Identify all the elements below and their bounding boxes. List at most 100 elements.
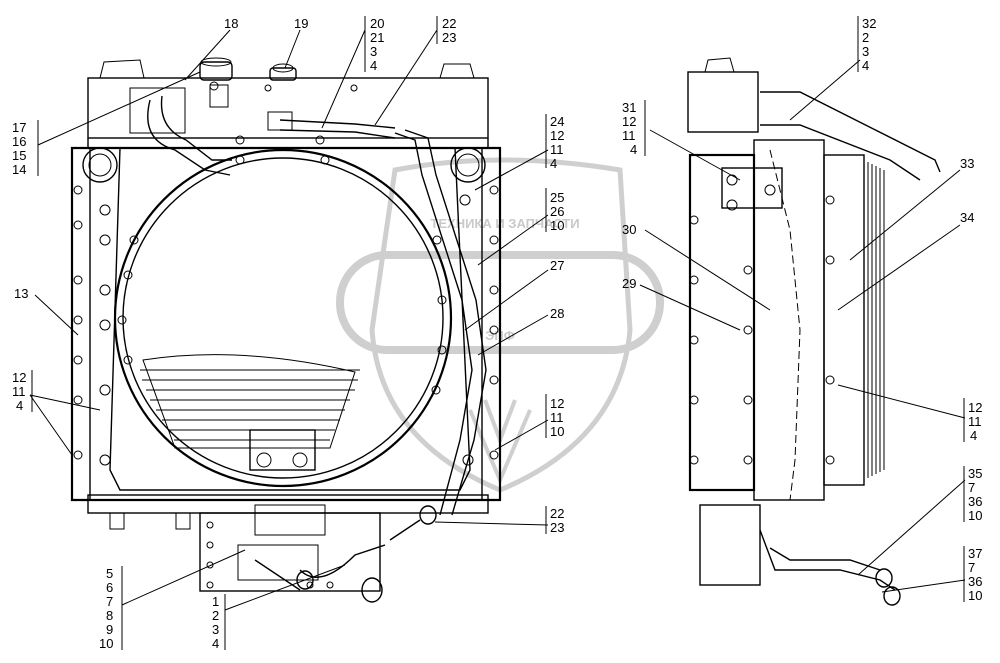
callout-label: 4 [550, 156, 557, 171]
callout-5-10: 5 6 7 8 9 10 [99, 566, 123, 651]
front-view [70, 57, 502, 603]
callout-label: 18 [224, 16, 238, 31]
upper-hose [147, 99, 231, 176]
callout-label: 3 [370, 44, 377, 59]
filler-cap-19 [269, 63, 297, 81]
callout-label: 12 [622, 114, 636, 129]
callout-12-11-4-left: 12 11 4 [12, 370, 33, 413]
callout-label: 29 [622, 276, 636, 291]
callout-22-23-bottom: 22 23 [545, 506, 564, 535]
callout-label: 26 [550, 204, 564, 219]
side-bottom-bracket [699, 504, 761, 586]
callout-label: 8 [106, 608, 113, 623]
callout-label: 35 [968, 466, 982, 481]
callout-label: 4 [630, 142, 637, 157]
fan-shroud [109, 147, 471, 491]
callout-37-7-36-10: 37 7 36 10 [963, 546, 982, 603]
callout-label: 22 [550, 506, 564, 521]
watermark-top-text: ТЕХНИКА И ЗАПЧАСТИ [430, 216, 579, 231]
callout-label: 11 [550, 142, 564, 157]
right-side-bolts [235, 135, 499, 466]
callout-label: 10 [550, 424, 564, 439]
callout-label: 12 [12, 370, 26, 385]
side-pipe [394, 132, 473, 516]
callout-label: 17 [12, 120, 26, 135]
callout-34: 34 [960, 210, 974, 225]
callout-label: 36 [968, 574, 982, 589]
callout-label: 24 [550, 114, 564, 129]
side-bolts [689, 195, 835, 465]
callout-25-26-10: 25 26 10 [545, 188, 564, 233]
callout-label: 12 [550, 128, 564, 143]
leader-lines [29, 29, 966, 611]
callout-12-11-10-mid: 12 11 10 [545, 394, 564, 439]
left-side-bolts [73, 185, 139, 466]
callout-label: 23 [550, 520, 564, 535]
callout-label: 21 [370, 30, 384, 45]
callout-label: 32 [862, 16, 876, 31]
callout-label: 28 [550, 306, 564, 321]
callout-label: 20 [370, 16, 384, 31]
callout-label: 15 [12, 148, 26, 163]
callout-label: 4 [16, 398, 23, 413]
top-tank [87, 59, 489, 139]
callout-label: 11 [968, 414, 982, 429]
callout-17-16-15-14: 17 16 15 14 [12, 120, 39, 177]
callout-label: 7 [968, 480, 975, 495]
callout-label: 31 [622, 100, 636, 115]
callout-label: 27 [550, 258, 564, 273]
callout-27: 27 [550, 258, 564, 273]
callout-label: 12 [550, 396, 564, 411]
filler-cap-18 [199, 57, 233, 81]
side-fan-fins [863, 160, 885, 480]
callout-label: 4 [212, 636, 219, 651]
side-top-tank [687, 71, 759, 133]
callout-32-2-3-4: 32 2 3 4 [857, 16, 876, 73]
callout-label: 33 [960, 156, 974, 171]
callout-label: 3 [862, 44, 869, 59]
callout-label: 3 [212, 622, 219, 637]
callout-28: 28 [550, 306, 564, 321]
callout-30: 30 [622, 222, 636, 237]
callout-label: 11 [550, 410, 564, 425]
callout-label: 13 [14, 286, 28, 301]
callout-label: 5 [106, 566, 113, 581]
callout-label: 16 [12, 134, 26, 149]
callout-label: 11 [12, 384, 26, 399]
callout-label: 10 [550, 218, 564, 233]
callout-label: 30 [622, 222, 636, 237]
callout-19: 19 [294, 16, 308, 31]
callout-label: 11 [622, 128, 636, 143]
callout-label: 2 [212, 608, 219, 623]
callout-13: 13 [14, 286, 28, 301]
callout-label: 10 [968, 508, 982, 523]
callout-label: 12 [968, 400, 982, 415]
side-view [687, 57, 941, 606]
callout-29: 29 [622, 276, 636, 291]
callout-35-7-36-10: 35 7 36 10 [963, 466, 982, 523]
callout-label: 10 [968, 588, 982, 603]
callout-label: 19 [294, 16, 308, 31]
callout-label: 2 [862, 30, 869, 45]
callout-label: 7 [106, 594, 113, 609]
callout-24-12-11-4: 24 12 11 4 [545, 114, 564, 171]
side-bracket [721, 167, 783, 209]
side-shroud [753, 139, 825, 501]
callout-label: 25 [550, 190, 564, 205]
side-upper-hose [760, 91, 941, 173]
callout-label: 1 [212, 594, 219, 609]
callout-label: 6 [106, 580, 113, 595]
callout-label: 7 [968, 560, 975, 575]
bottom-bracket [199, 504, 437, 603]
callout-label: 4 [862, 58, 869, 73]
callout-label: 4 [370, 58, 377, 73]
callout-label: 4 [970, 428, 977, 443]
callout-label: 37 [968, 546, 982, 561]
callout-label: 23 [442, 30, 456, 45]
callout-label: 34 [960, 210, 974, 225]
callout-20-21-3-4: 20 21 3 4 [364, 16, 384, 73]
callout-label: 22 [442, 16, 456, 31]
callout-31-12-11-4: 31 12 11 4 [622, 100, 646, 157]
